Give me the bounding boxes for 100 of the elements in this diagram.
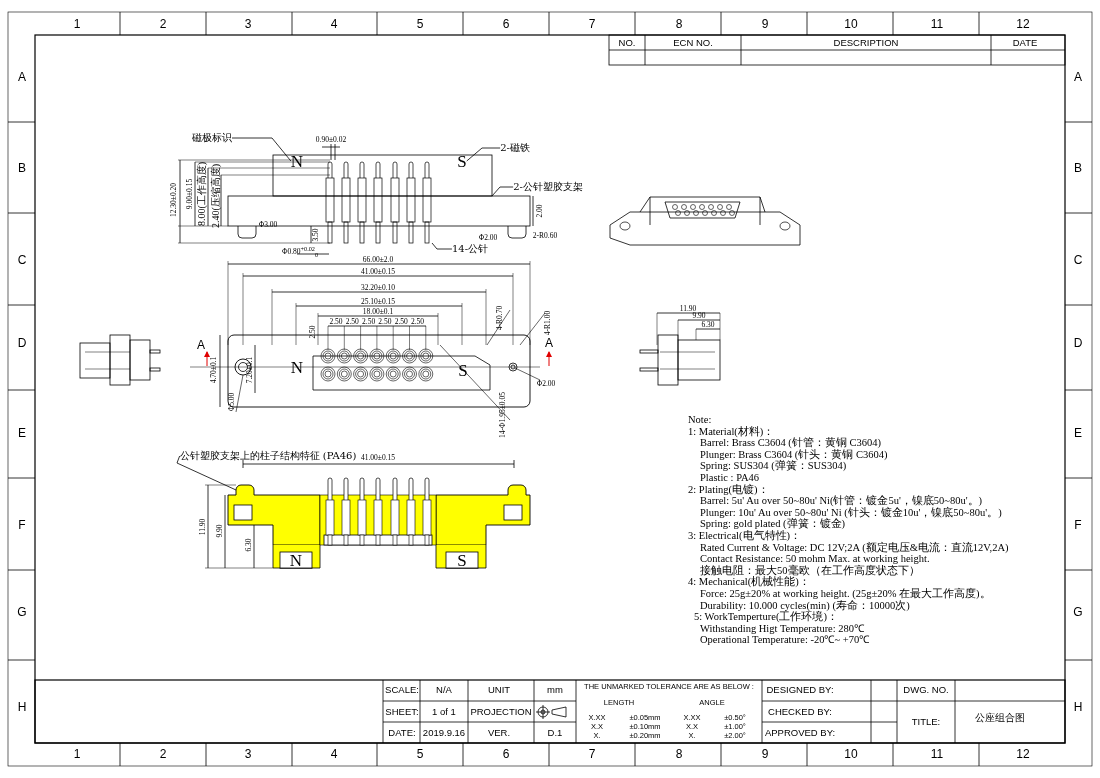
- leader-line: [491, 186, 514, 197]
- grid-reference: 10: [844, 748, 858, 760]
- grid-reference: 2: [159, 18, 167, 30]
- title-block-text: PROJECTION: [470, 707, 532, 717]
- note-line: Barrel: 5u' Au over 50~80u' Ni(针管：镀金5u'，镍底50~80u'。): [700, 495, 983, 507]
- note-line: 接触电阻：最大50毫欧（在工作高度状态下）: [700, 565, 920, 576]
- title-block-text: D.1: [547, 728, 563, 738]
- title-block-text: APPROVED BY:: [764, 728, 836, 738]
- leader-text: 14-公针: [451, 244, 489, 254]
- grid-reference: D: [17, 337, 27, 349]
- title-block-text: SCALE:: [385, 685, 419, 695]
- note-line: Spring: gold plated (弹簧：镀金): [700, 519, 846, 530]
- note-line: Withstanding Higt Temperature: 280℃: [700, 623, 865, 635]
- note-line: Note:: [688, 414, 712, 426]
- dimension-value: 2.40(压缩高度): [211, 163, 221, 229]
- title-block-text: DATE:: [388, 728, 416, 738]
- title-block-text: CHECKED BY:: [768, 707, 832, 717]
- grid-reference: 4: [330, 18, 338, 30]
- title-block-text: UNIT: [487, 685, 511, 695]
- grid-reference: F: [1074, 519, 1082, 531]
- dimension-value: 8.00(工作高度): [197, 161, 207, 227]
- grid-reference: C: [1073, 254, 1083, 266]
- note-line: Force: 25g±20% at working height. (25g±20% 在最大工作高度)。: [700, 588, 991, 600]
- grid-reference: 11: [930, 18, 944, 30]
- grid-reference: 8: [675, 18, 683, 30]
- leader-text: 2-公针塑胶支架: [513, 182, 583, 192]
- grid-reference: 3: [244, 748, 252, 760]
- grid-reference: H: [1073, 701, 1083, 713]
- grid-reference: 7: [588, 748, 596, 760]
- section-marker: A: [197, 339, 205, 351]
- note-line: 1: Material(材料)：: [688, 426, 775, 437]
- magnet-pole-letter: S: [458, 361, 468, 379]
- grid-reference: 12: [1016, 748, 1030, 760]
- grid-reference: 1: [73, 18, 81, 30]
- leader-text: 公针塑胶支架上的柱子结构特征 (PA46): [179, 451, 357, 461]
- note-line: Plastic : PA46: [700, 472, 760, 484]
- note-line: Plunger: Brass C3604 (针头：黄铜 C3604): [700, 449, 888, 460]
- title-block-text: 1 of 1: [432, 707, 456, 717]
- leader-line: [231, 137, 292, 162]
- grid-reference: E: [18, 427, 26, 439]
- title-block-text: SHEET:: [385, 707, 419, 717]
- grid-reference: B: [18, 162, 26, 174]
- column-header: DATE: [1012, 38, 1038, 48]
- note-line: Spring: SUS304 (弹簧：SUS304): [700, 461, 847, 472]
- leader-line: [176, 455, 237, 491]
- title-block-text: 2019.9.16: [422, 728, 466, 738]
- grid-reference: 11: [930, 748, 944, 760]
- grid-reference: C: [17, 254, 27, 266]
- grid-reference: G: [1073, 606, 1083, 618]
- title-block-text: TITLE:: [911, 717, 941, 727]
- note-line: Rated Current & Voltage: DC 12V;2A (额定电压&电流：直流12V,2A): [700, 542, 1009, 553]
- grid-reference: D: [1073, 337, 1083, 349]
- note-line: Contact Resistance: 50 mohm Max. at working height.: [700, 553, 930, 564]
- grid-reference: 3: [244, 18, 252, 30]
- grid-reference: B: [1074, 162, 1082, 174]
- grid-reference: 1: [73, 748, 81, 760]
- note-line: 4: Mechanical(机械性能)：: [688, 577, 810, 588]
- note-line: Barrel: Brass C3604 (针管：黄铜 C3604): [700, 437, 881, 449]
- grid-reference: 7: [588, 18, 596, 30]
- grid-reference: 5: [416, 748, 424, 760]
- grid-reference: 10: [844, 18, 858, 30]
- magnet-pole-letter: N: [290, 152, 304, 170]
- grid-reference: 6: [502, 18, 510, 30]
- grid-reference: 4: [330, 748, 338, 760]
- note-line: 5: WorkTemperture(工作环境)：: [694, 611, 838, 623]
- title-block-text: 公座组合图: [975, 713, 1025, 723]
- leader-line: [431, 242, 453, 250]
- note-line: Plunger: 10u' Au over 50~80u' Ni (针头：镀金10u'，镍底50~80u'。): [700, 507, 1002, 518]
- magnet-pole-letter: S: [457, 152, 467, 170]
- magnet-pole-letter: N: [289, 551, 303, 569]
- section-marker: A: [545, 337, 553, 349]
- magnet-pole-letter: S: [457, 551, 467, 569]
- grid-reference: 12: [1016, 18, 1030, 30]
- title-block-text: N/A: [436, 685, 452, 695]
- note-line: 3: Electrical(电气特性)：: [688, 530, 801, 542]
- grid-reference: 6: [502, 748, 510, 760]
- grid-reference: 2: [159, 748, 167, 760]
- grid-reference: 9: [761, 18, 769, 30]
- grid-reference: 9: [761, 748, 769, 760]
- grid-reference: 5: [416, 18, 424, 30]
- column-header: NO.: [618, 38, 636, 48]
- column-header: ECN NO.: [673, 38, 713, 48]
- grid-reference: H: [17, 701, 27, 713]
- magnet-pole-letter: N: [290, 358, 304, 376]
- column-header: DESCRIPTION: [833, 38, 899, 48]
- grid-reference: A: [1074, 71, 1082, 83]
- grid-reference: G: [17, 606, 27, 618]
- note-line: 2: Plating(电镀)：: [688, 484, 769, 495]
- grid-reference: A: [18, 71, 26, 83]
- title-block-text: DESIGNED BY:: [766, 685, 834, 695]
- grid-reference: F: [18, 519, 26, 531]
- title-block-text: DWG. NO.: [903, 685, 949, 695]
- note-line: Durability: 10.000 cycles(min) (寿命：10000次): [700, 600, 910, 611]
- title-block-text: mm: [547, 685, 563, 695]
- grid-reference: 8: [675, 748, 683, 760]
- leader-text: 2-磁铁: [500, 143, 530, 153]
- title-block-text: VER.: [487, 728, 511, 738]
- note-line: Operational Temperature: -20℃~ +70℃: [700, 635, 870, 646]
- grid-reference: E: [1074, 427, 1082, 439]
- leader-text: 磁极标识: [192, 133, 232, 143]
